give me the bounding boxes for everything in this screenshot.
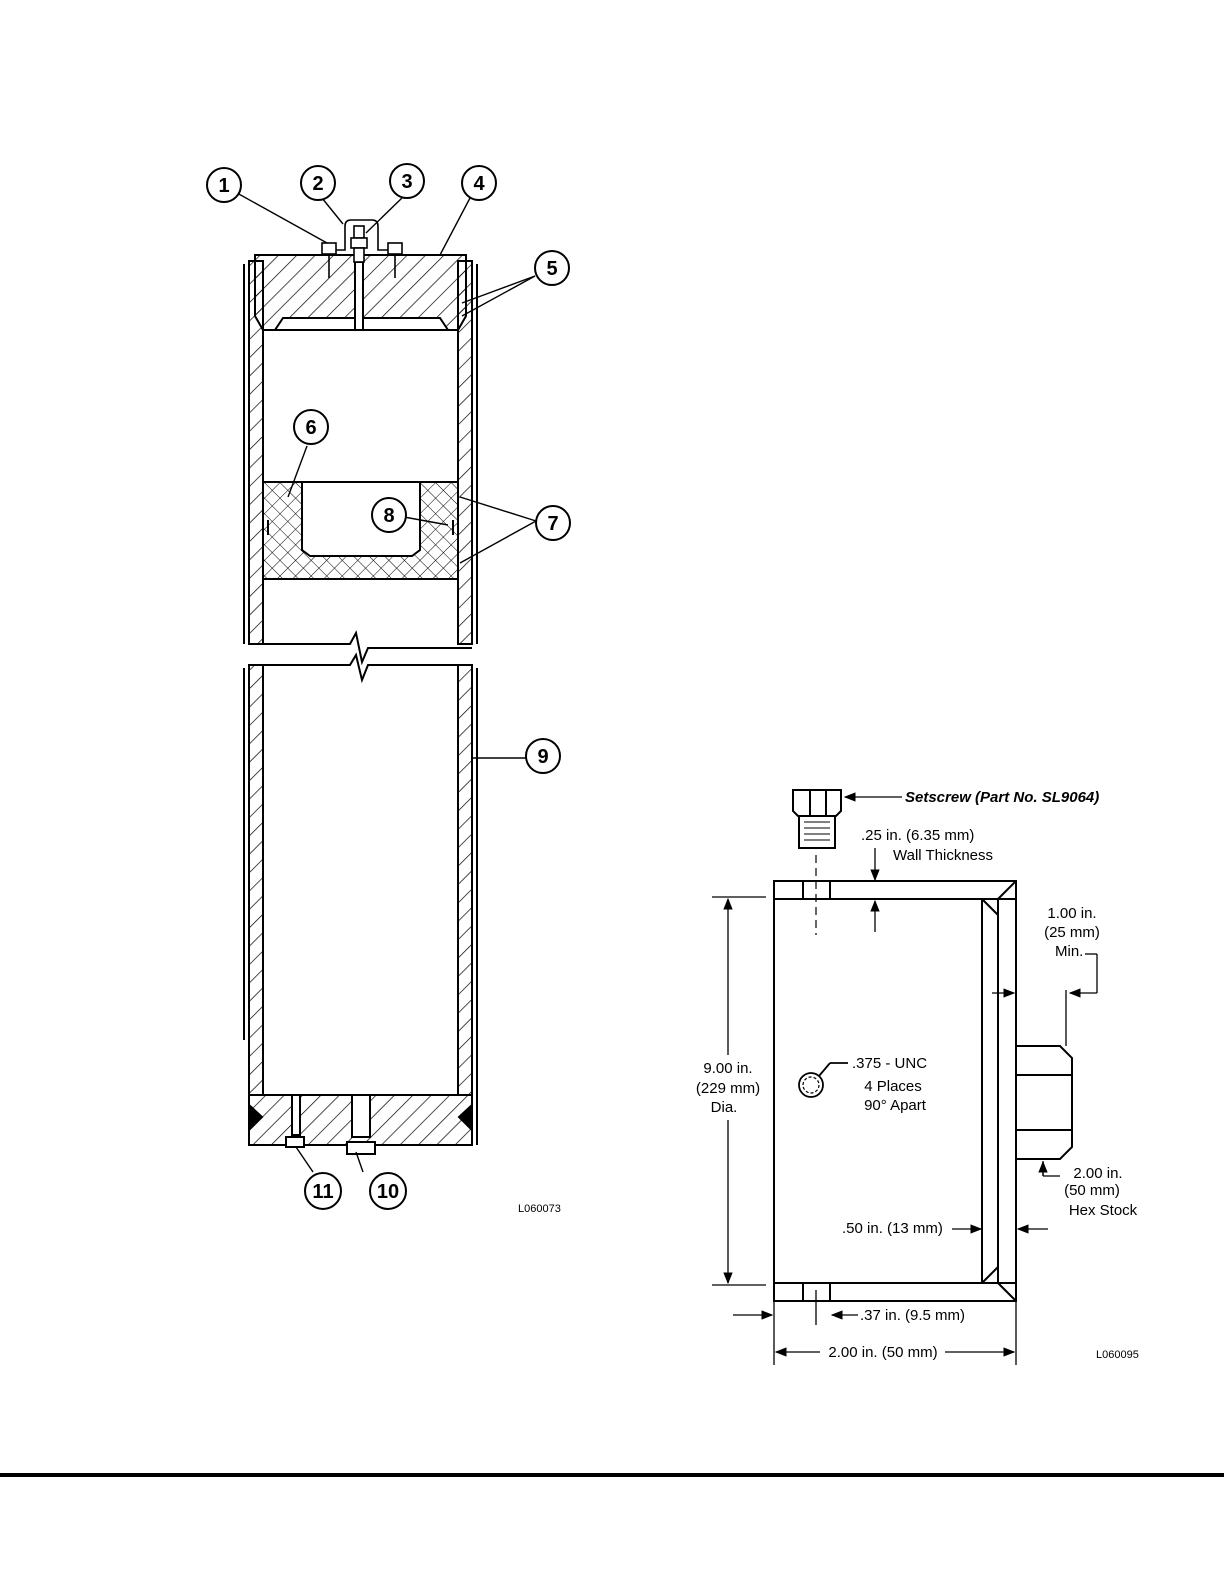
callout-1: 1 [207, 168, 241, 202]
callout-leaders [237, 193, 536, 1172]
figure-id-left: L060073 [518, 1203, 561, 1215]
unc-apart-label: 90° Apart [864, 1097, 927, 1114]
diameter-dim: 9.00 in. [703, 1060, 752, 1077]
callout-6-label: 6 [305, 417, 316, 439]
setscrew [793, 790, 841, 848]
bottom-cap [249, 1095, 472, 1154]
callout-3: 3 [390, 164, 424, 198]
callout-2-label: 2 [312, 173, 323, 195]
lower-tube-walls [244, 665, 477, 1145]
callout-11: 11 [305, 1173, 341, 1209]
callout-10: 10 [370, 1173, 406, 1209]
overall-width-dim: 2.00 in. (50 mm) [828, 1344, 937, 1361]
callout-8: 8 [372, 498, 406, 532]
setscrew-label: Setscrew (Part No. SL9064) [905, 789, 1099, 806]
callout-6: 6 [294, 410, 328, 444]
unc-thread-label: .375 - UNC [852, 1055, 927, 1072]
hex-stock [1016, 1046, 1072, 1159]
callout-5-label: 5 [546, 258, 557, 280]
figure-id-right: L060095 [1096, 1349, 1139, 1361]
half-inch-dim: .50 in. (13 mm) [842, 1220, 943, 1237]
diameter-label: Dia. [711, 1099, 738, 1116]
callout-4-label: 4 [473, 173, 485, 195]
top-cap [255, 255, 466, 330]
cylinder-section-figure: 1 2 3 4 5 6 7 8 [207, 164, 570, 1215]
callout-7-label: 7 [547, 513, 558, 535]
hex-size-dim: 2.00 in. [1073, 1165, 1122, 1182]
callout-3-label: 3 [401, 171, 412, 193]
min-length-label: Min. [1055, 943, 1083, 960]
min-length-metric: (25 mm) [1044, 924, 1100, 941]
wall-thickness-dim: .25 in. (6.35 mm) [861, 827, 974, 844]
unc-hole [799, 1063, 848, 1097]
break-line [249, 633, 472, 680]
callout-9: 9 [526, 739, 560, 773]
callout-8-label: 8 [383, 505, 394, 527]
adapter-drawing-figure: Setscrew (Part No. SL9064) .25 in. (6.35… [696, 789, 1139, 1365]
callout-11-label: 11 [312, 1181, 333, 1203]
callout-10-label: 10 [377, 1181, 399, 1203]
callout-9-label: 9 [537, 746, 548, 768]
unc-places-label: 4 Places [864, 1078, 922, 1095]
hex-stock-label: Hex Stock [1069, 1202, 1138, 1219]
hex-size-metric: (50 mm) [1064, 1182, 1120, 1199]
callout-4: 4 [462, 166, 496, 200]
callout-7: 7 [536, 506, 570, 540]
callout-5: 5 [535, 251, 569, 285]
piston [263, 482, 458, 579]
callout-1-label: 1 [218, 175, 229, 197]
wall-thickness-label: Wall Thickness [893, 847, 993, 864]
hole-offset-dim: .37 in. (9.5 mm) [860, 1307, 965, 1324]
min-length-dim: 1.00 in. [1047, 905, 1096, 922]
diameter-metric: (229 mm) [696, 1080, 760, 1097]
callout-2: 2 [301, 166, 335, 200]
